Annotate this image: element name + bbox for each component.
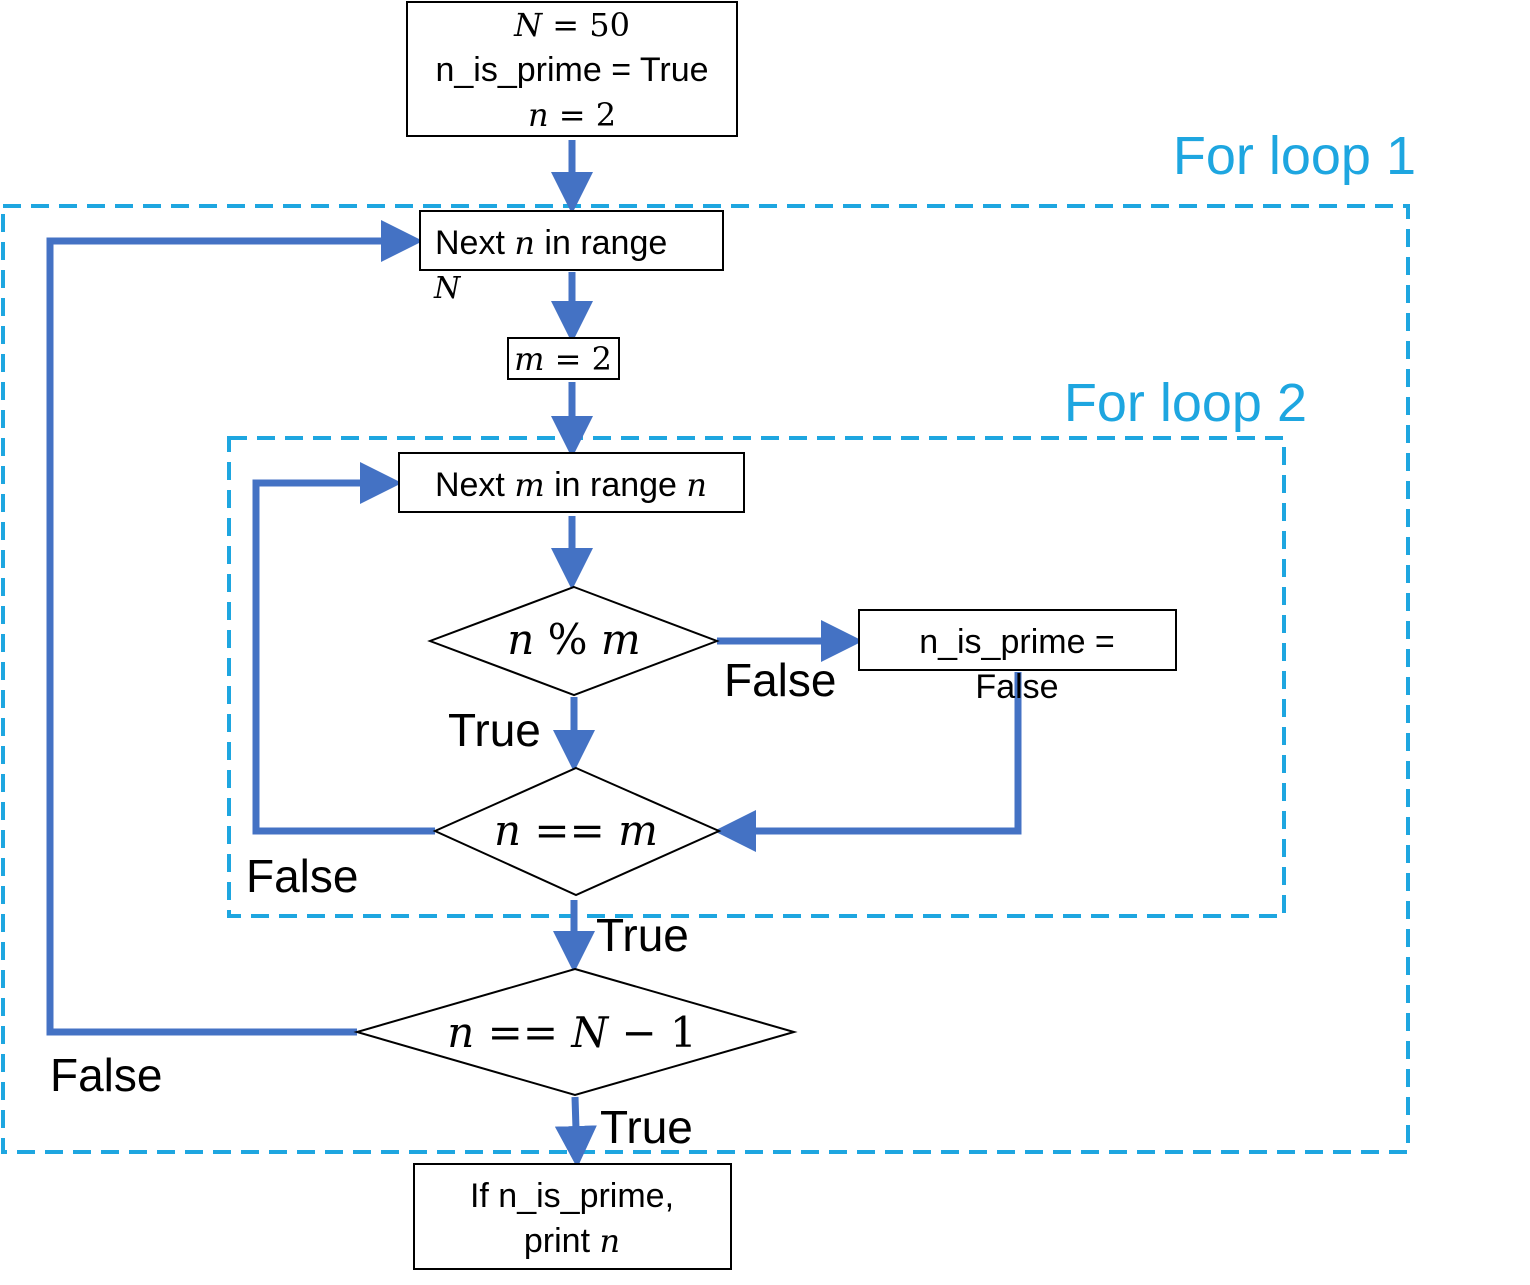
arrow-end-check-true <box>554 1096 597 1168</box>
set-m-label: m = 2 <box>514 340 612 378</box>
set-m-box: m = 2 <box>507 337 620 380</box>
set-not-prime-box: n_is_prime = False <box>858 609 1177 706</box>
end-check-false-label: False <box>50 1049 162 1101</box>
arrow-eq-check-false-loop <box>252 462 435 835</box>
end-check-true-label: True <box>600 1101 693 1153</box>
end-check-label: n == N − 1 <box>447 1008 697 1057</box>
mod-check-label: n % m <box>507 615 641 664</box>
arrow-set-false-to-eq-check <box>714 672 1022 852</box>
output-box: If n_is_prime, print n <box>413 1163 732 1270</box>
eq-check-true-label: True <box>596 909 689 961</box>
next-m-box: Next m in range n <box>398 452 745 513</box>
set-not-prime-line-2: False <box>975 668 1058 706</box>
init-line-3: n = 2 <box>528 96 616 134</box>
next-n-box: Next n in range N <box>419 210 724 306</box>
next-n-range-var: N <box>433 271 462 306</box>
mod-check-true-label: True <box>448 704 541 756</box>
next-m-label: Next m in range n <box>435 466 707 504</box>
eq-check-false-label: False <box>246 850 358 902</box>
eq-check-label: n == m <box>494 806 658 855</box>
end-check-diamond: n == N − 1 <box>353 967 798 1097</box>
for-loop-2-boundary <box>227 436 1286 918</box>
init-line-1: N = 50 <box>513 6 630 44</box>
init-line-2: n_is_prime = True <box>435 51 708 89</box>
arrow-end-check-false-loop <box>46 220 423 1036</box>
next-n-label: Next n in range <box>435 224 667 262</box>
output-line-1: If n_is_prime, <box>470 1177 674 1215</box>
output-line-2: print n <box>524 1222 620 1260</box>
for-loop-1-label: For loop 1 <box>1173 126 1416 186</box>
mod-check-false-label: False <box>724 654 836 706</box>
mod-check-diamond: n % m <box>427 585 720 697</box>
for-loop-2-label: For loop 2 <box>1064 373 1307 433</box>
set-not-prime-line-1: n_is_prime = <box>919 623 1115 661</box>
for-loop-1-boundary <box>1 204 1410 1154</box>
eq-check-diamond: n == m <box>432 766 722 897</box>
init-box: N = 50 n_is_prime = True n = 2 <box>406 1 738 137</box>
